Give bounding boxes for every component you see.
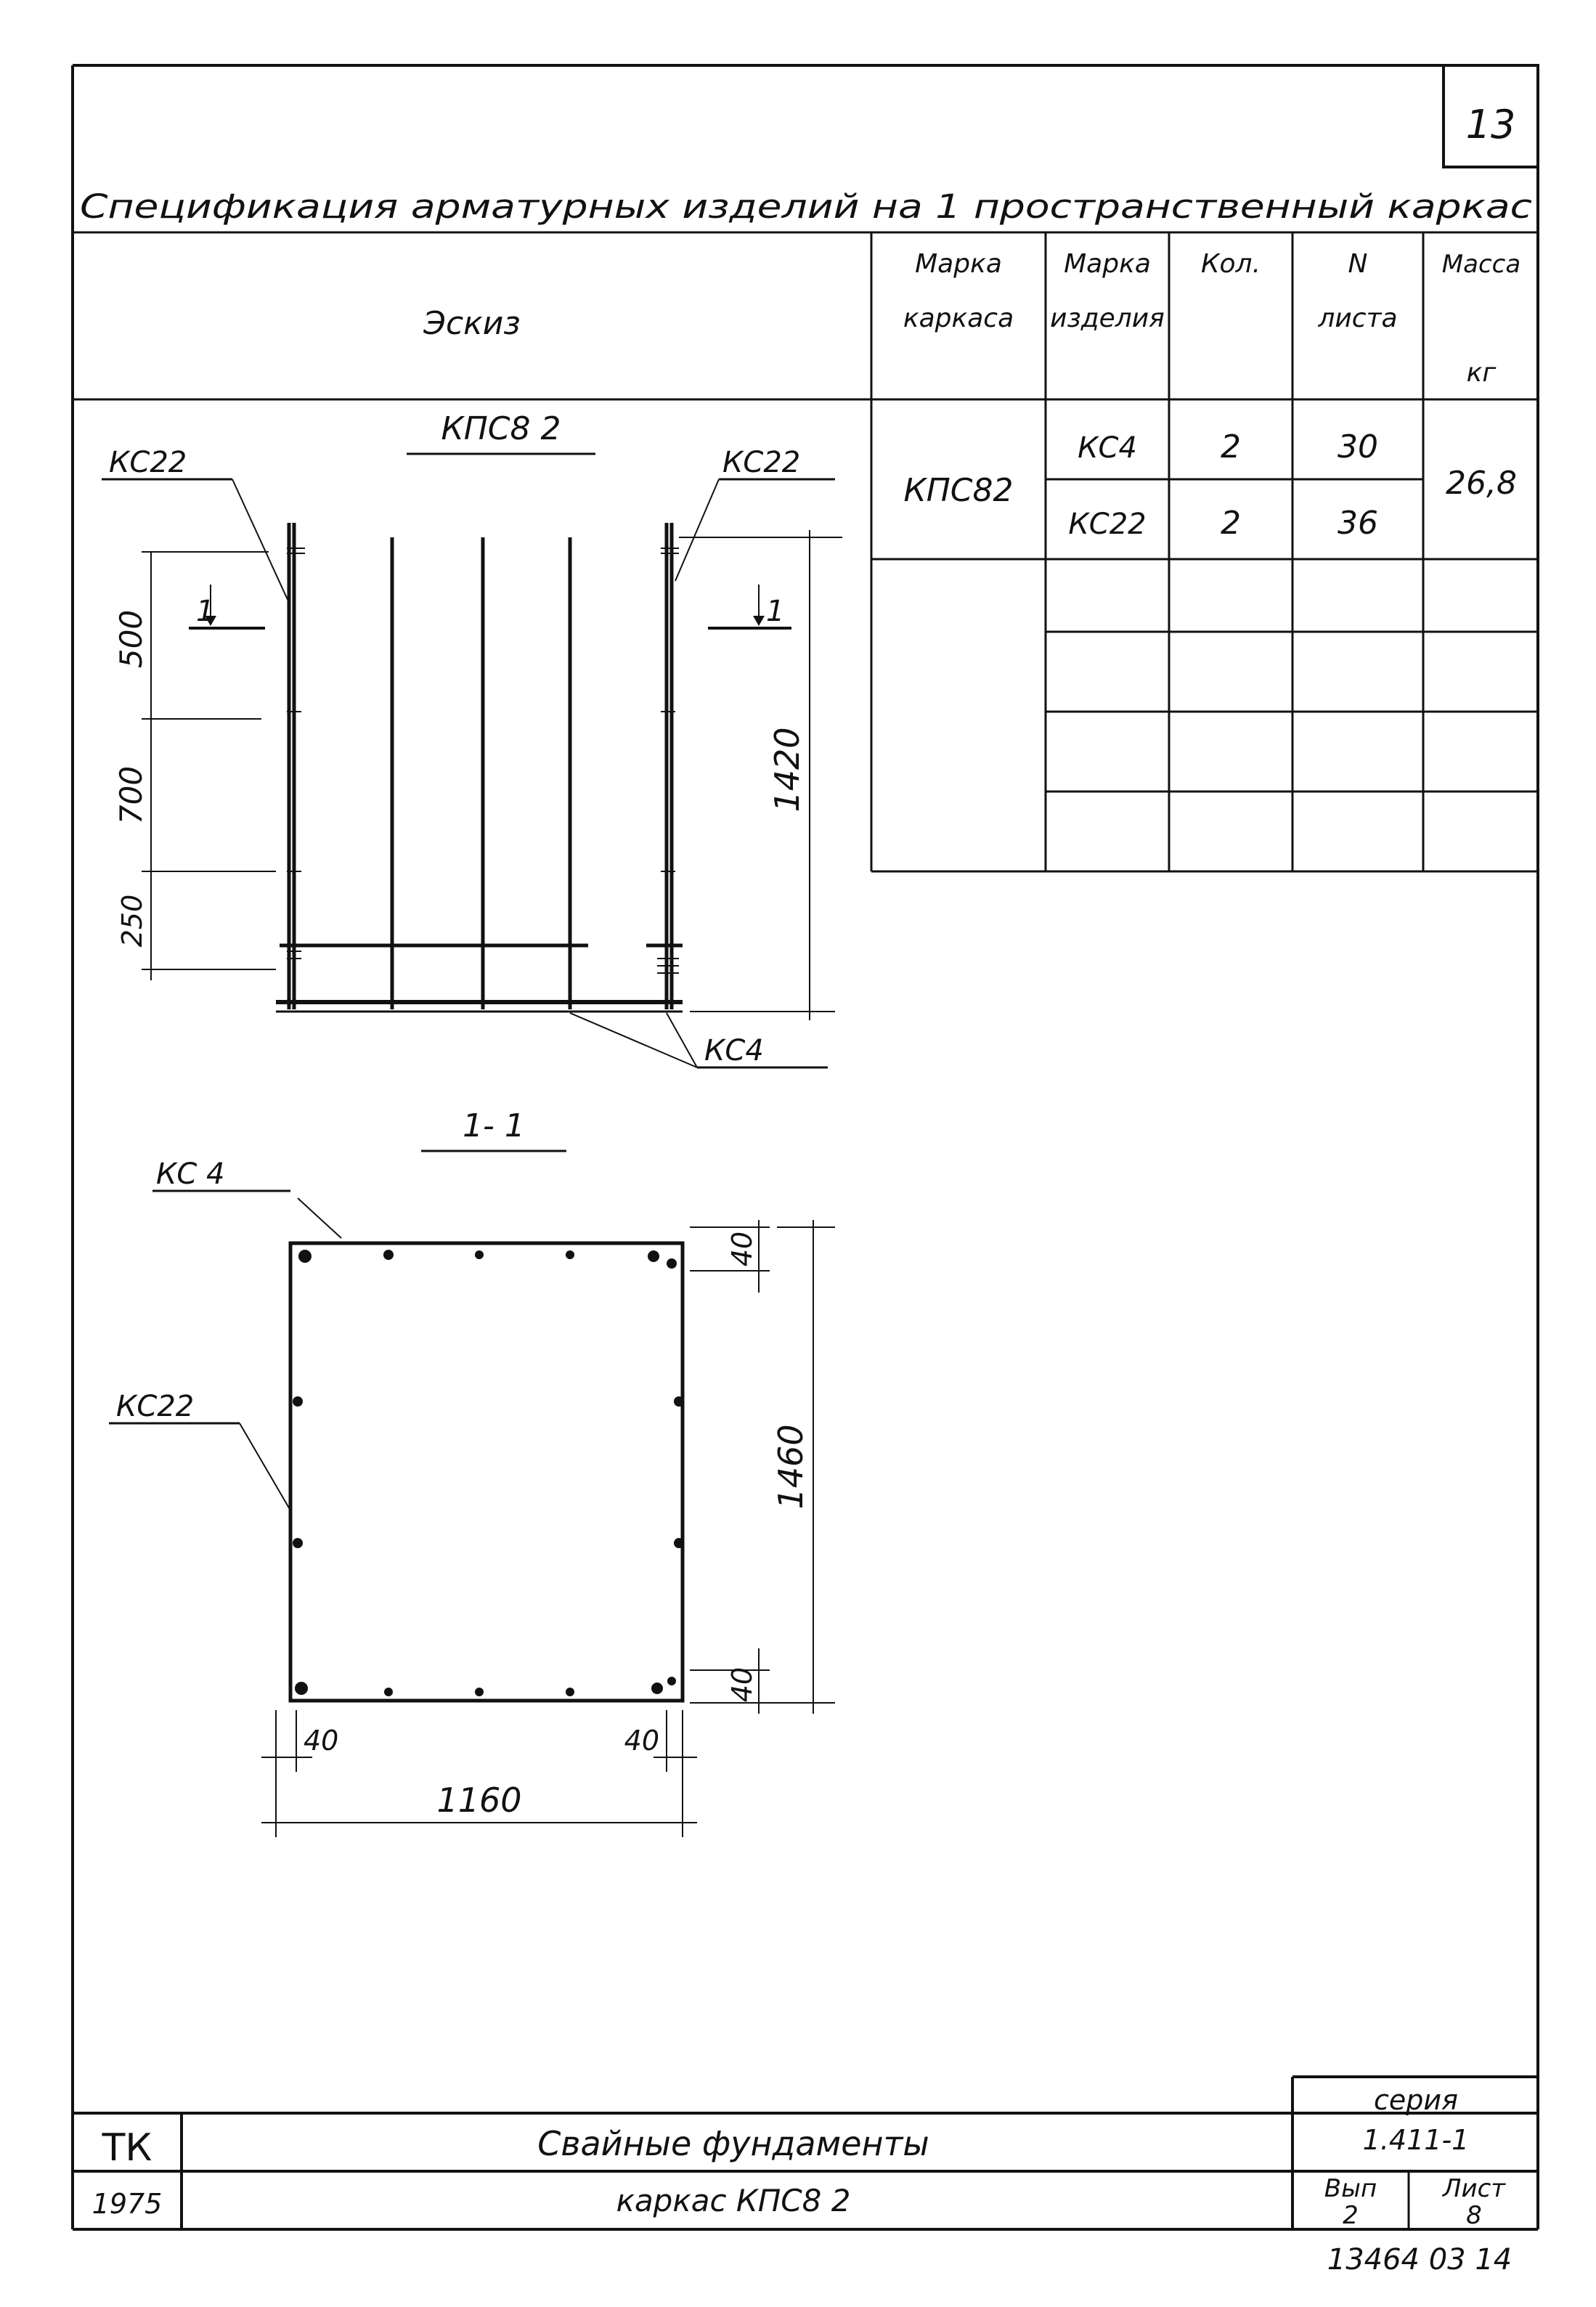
right-dimension	[679, 530, 842, 1020]
issue-value: 2	[1343, 2201, 1359, 2230]
dim-40-top: 40	[726, 1232, 758, 1266]
cut-mark-right: 1	[708, 585, 791, 630]
dim-250: 250	[116, 895, 148, 948]
issue-label: Вып	[1324, 2174, 1377, 2203]
spec-table	[73, 232, 1538, 873]
series-value: 1.411-1	[1363, 2124, 1470, 2156]
sheet-frame	[71, 64, 1539, 2231]
cell-qty: 2	[1221, 428, 1241, 465]
cell-mass: 26,8	[1446, 465, 1517, 502]
dim-500: 500	[113, 610, 149, 668]
cell-sheet: 36	[1338, 505, 1378, 542]
cell-frame: КПС82	[903, 472, 1013, 509]
header-frame-mark-2: каркаса	[903, 304, 1014, 333]
title-block	[73, 2075, 1538, 2229]
spec-title: Спецификация арматурных изделий на 1 про…	[80, 187, 1532, 226]
vertical-bars	[287, 523, 674, 1009]
dim-700: 700	[113, 766, 149, 824]
section-view: 1- 1 КС 4 КС22 40	[109, 1107, 835, 1837]
title-block-name: Свайные фундаменты	[537, 2124, 929, 2163]
title-block-year: 1975	[92, 2188, 163, 2220]
header-item-mark-2: изделия	[1050, 304, 1165, 333]
section-right-dims	[690, 1220, 835, 1714]
dim-40-right: 40	[624, 1725, 659, 1757]
bar-dots	[293, 1250, 684, 1696]
elevation-view: КПС8 2	[102, 410, 842, 1069]
header-mass-1: Масса	[1442, 250, 1520, 279]
label-section-ks4: КС 4	[156, 1157, 225, 1191]
dim-1460: 1460	[771, 1424, 810, 1509]
cell-qty: 2	[1221, 505, 1241, 542]
header-sheet-no-2: листа	[1317, 304, 1397, 333]
section-title: 1- 1	[463, 1107, 525, 1144]
label-section-ks22: КС22	[116, 1390, 194, 1423]
label-ks4: КС4	[704, 1034, 764, 1067]
table-row: КС22 2 36	[1068, 505, 1378, 542]
weld-ticks	[287, 548, 679, 974]
table-row: КПС82 КС4 2 30 26,8	[903, 428, 1517, 509]
dim-40-bottom: 40	[726, 1667, 758, 1702]
sheet-number: 13	[1466, 102, 1516, 147]
cell-item: КС4	[1078, 431, 1137, 465]
sheet-value: 8	[1466, 2201, 1482, 2230]
header-mass-2: кг	[1467, 358, 1497, 388]
elevation-title: КПС8 2	[441, 410, 561, 447]
cell-item: КС22	[1068, 508, 1146, 541]
cut-mark-label: 1	[766, 595, 784, 628]
header-frame-mark-1: Марка	[915, 249, 1002, 279]
archive-number: 13464 03 14	[1327, 2243, 1512, 2277]
label-ks22-left: КС22	[109, 446, 187, 479]
series-label: серия	[1374, 2084, 1458, 2116]
dim-40-left: 40	[304, 1725, 338, 1757]
title-block-org: ТК	[102, 2126, 152, 2170]
header-sheet-no-1: N	[1348, 249, 1368, 279]
cell-sheet: 30	[1338, 428, 1378, 465]
header-item-mark-1: Марка	[1064, 249, 1151, 279]
cut-mark-left: 1	[189, 585, 265, 630]
sheet-number-box: 13	[1442, 64, 1539, 168]
section-outline	[288, 1241, 685, 1703]
header-sketch: Эскиз	[423, 305, 520, 342]
title-block-subtitle: каркас КПС8 2	[616, 2183, 851, 2218]
dim-1160: 1160	[436, 1781, 521, 1820]
label-ks22-right: КС22	[722, 446, 800, 479]
cut-mark-label: 1	[196, 595, 214, 628]
sheet-label: Лист	[1441, 2174, 1506, 2203]
header-qty: Кол.	[1201, 249, 1261, 279]
left-dimension-chain	[142, 551, 276, 980]
table-headers: Эскиз Марка каркаса Марка изделия Кол. N…	[423, 249, 1520, 388]
dim-1420: 1420	[768, 727, 807, 812]
section-bottom-dims	[261, 1710, 697, 1837]
